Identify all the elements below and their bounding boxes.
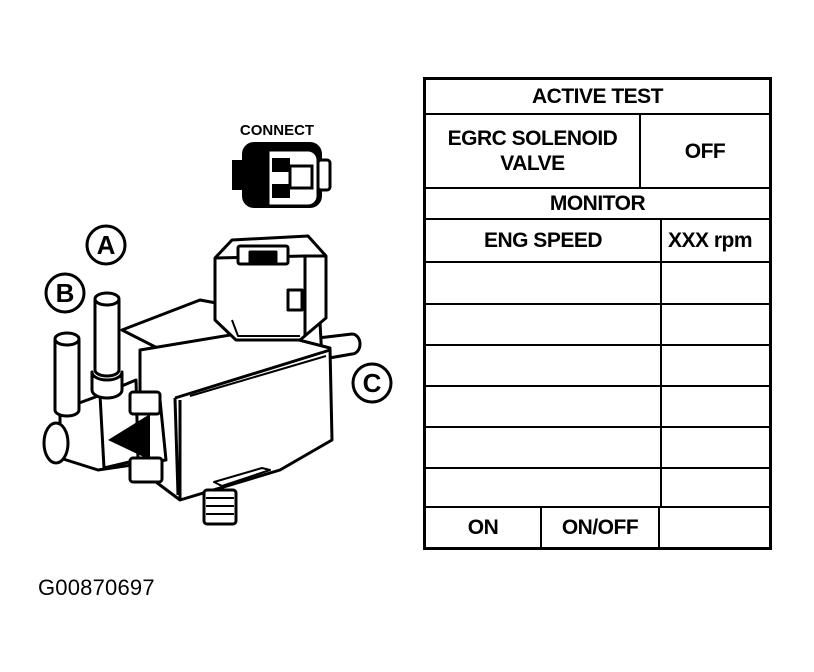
monitor-header: MONITOR (549, 192, 646, 215)
test-item-value: OFF (684, 139, 726, 163)
table-row (426, 263, 769, 305)
table-row (426, 428, 769, 469)
test-item-row: EGRC SOLENOID VALVE OFF (426, 115, 769, 189)
footer-blank (660, 508, 769, 547)
monitor-item-row: ENG SPEED XXX rpm (426, 220, 769, 263)
table-row (426, 387, 769, 428)
svg-text:A: A (97, 230, 116, 260)
svg-text:B: B (56, 278, 75, 308)
footer-row: ON ON/OFF (426, 508, 769, 547)
active-test-header: ACTIVE TEST (531, 85, 664, 108)
header-row: ACTIVE TEST (426, 80, 769, 115)
connect-label: CONNECT (240, 122, 314, 139)
footer-on-off: ON/OFF (542, 508, 660, 547)
callout-b: B (44, 272, 86, 314)
callout-c: C (351, 362, 393, 404)
table-row (426, 305, 769, 346)
active-test-table: ACTIVE TEST EGRC SOLENOID VALVE OFF MONI… (423, 77, 772, 550)
test-item-label: EGRC SOLENOID VALVE (426, 115, 641, 187)
solenoid-body (42, 234, 362, 526)
monitor-header-row: MONITOR (426, 189, 769, 220)
monitor-item-value: XXX rpm (668, 229, 753, 252)
svg-text:C: C (363, 368, 382, 398)
figure-id: G00870697 (38, 575, 155, 600)
connector-icon (232, 142, 332, 208)
footer-on: ON (426, 508, 542, 547)
monitor-item-label: ENG SPEED (426, 220, 662, 261)
table-row (426, 346, 769, 387)
callout-a: A (85, 224, 127, 266)
table-row (426, 469, 769, 508)
